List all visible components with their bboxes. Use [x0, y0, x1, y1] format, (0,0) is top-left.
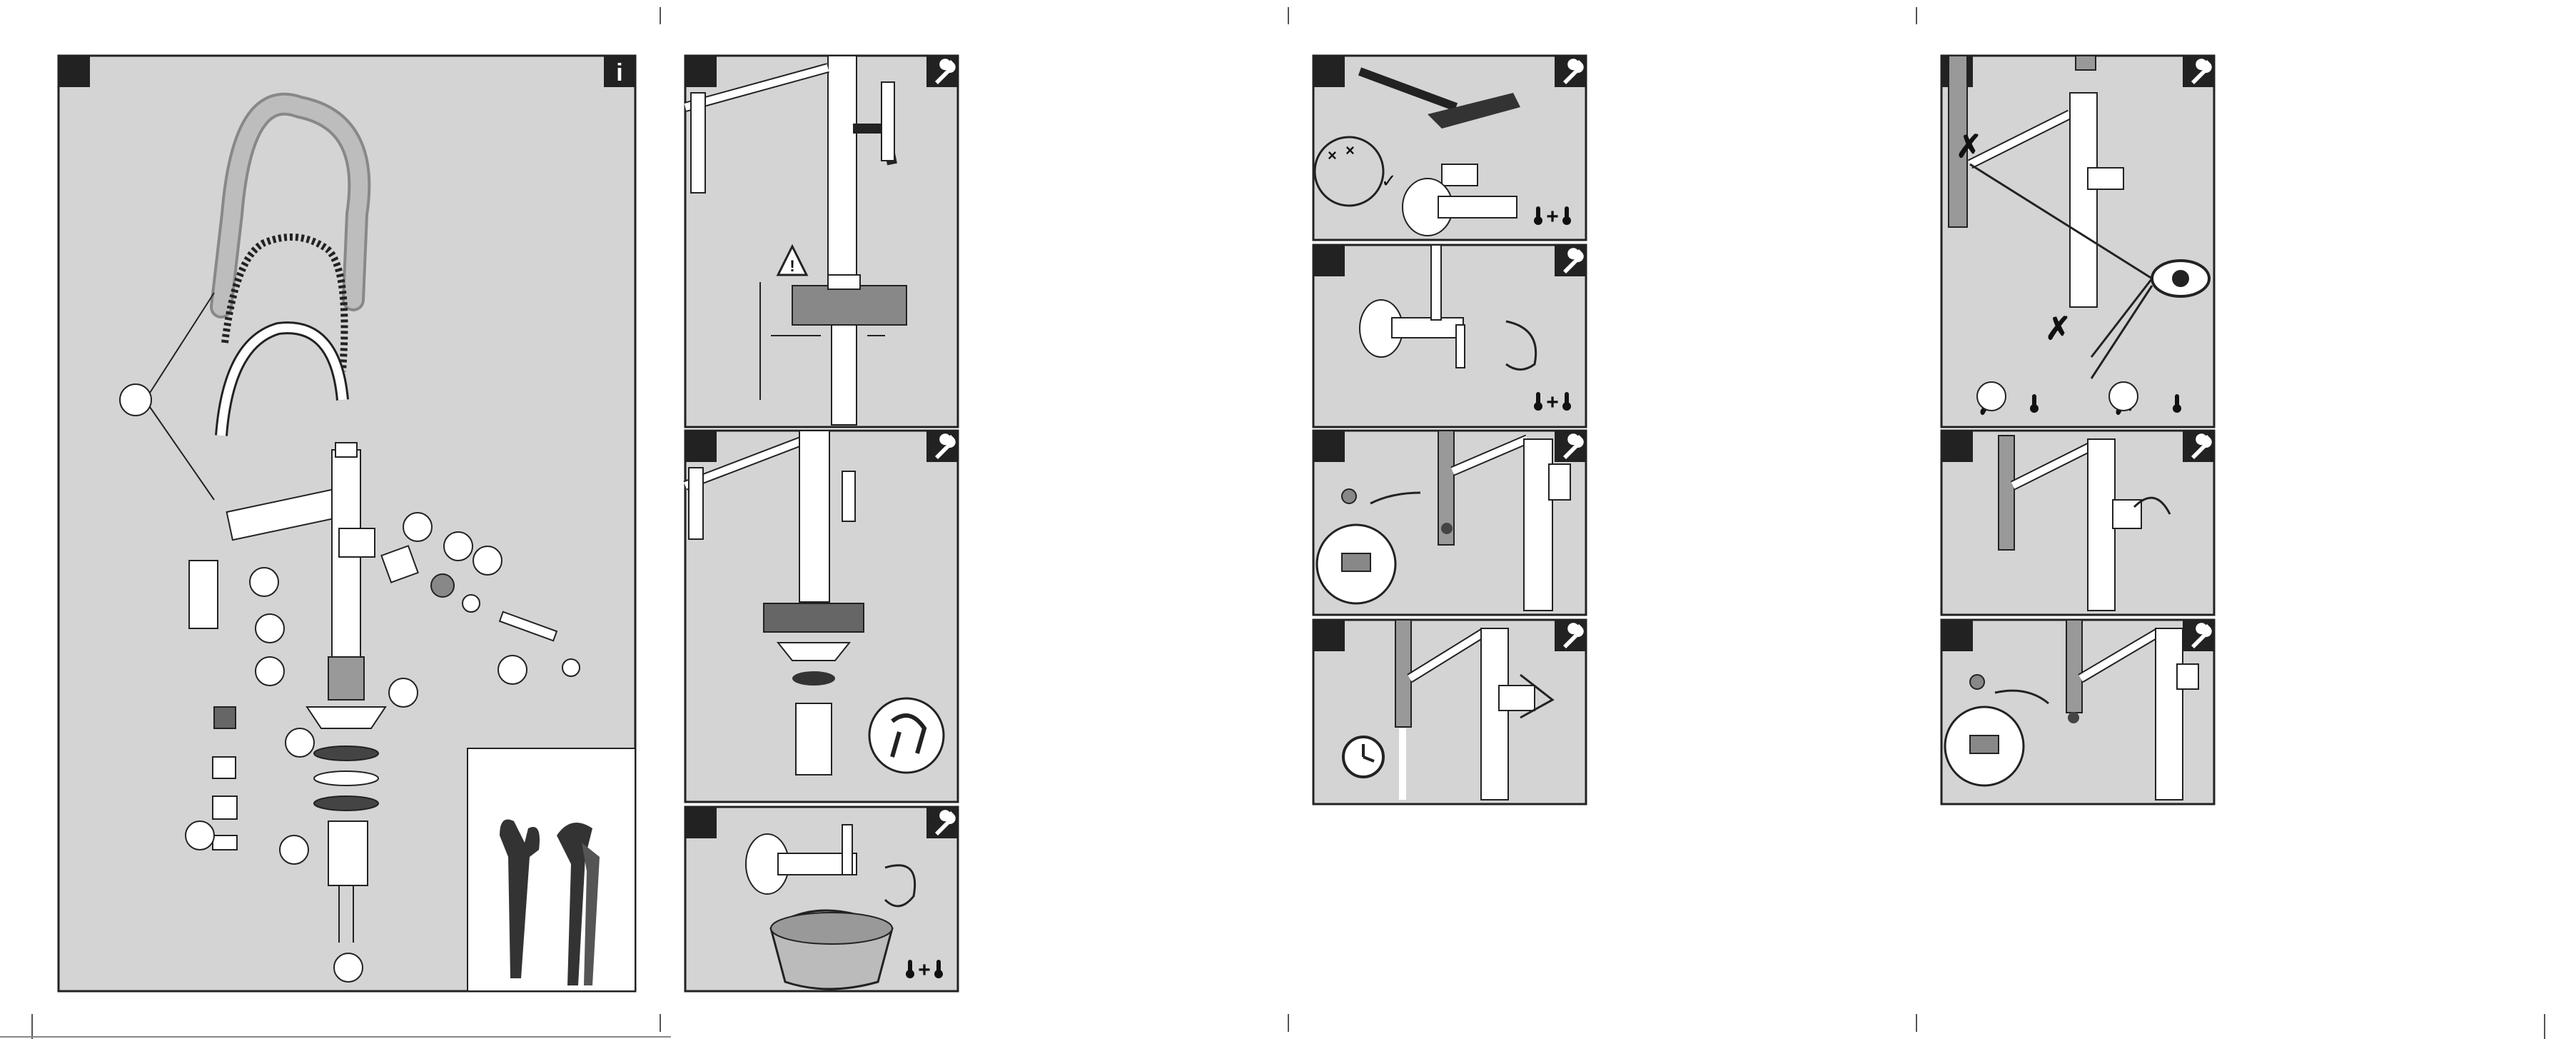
svg-text:×: × [1328, 146, 1337, 164]
wrench-icon [1555, 620, 1586, 651]
wrench-icon [2183, 620, 2214, 651]
wrench-icon [926, 431, 958, 462]
step-panel: ! [685, 56, 958, 427]
wrench-icon [2183, 431, 2214, 462]
step-panel [685, 431, 958, 802]
tools-inset [468, 748, 635, 991]
wrench-icon [926, 56, 958, 87]
svg-text:×: × [1345, 141, 1355, 159]
step-panel [1313, 431, 1586, 615]
wrench-icon [1555, 431, 1586, 462]
step-panel [1941, 431, 2214, 615]
svg-text:✓: ✓ [1381, 170, 1397, 191]
svg-text:+: + [1546, 205, 1559, 229]
svg-text:+: + [1546, 391, 1559, 414]
svg-text:✗: ✗ [2045, 311, 2071, 346]
step-panel [1941, 620, 2214, 804]
svg-text:+: + [918, 958, 931, 982]
check-mark-icon: ✓ [1381, 170, 1397, 191]
wrench-icon [2183, 56, 2214, 87]
step-panel: × × ✓ + [1313, 56, 1586, 240]
svg-text:i: i [616, 59, 622, 86]
info-icon: i [604, 56, 635, 87]
wrench-icon [1555, 56, 1586, 87]
step-panel: ✗✗ ✗✗ [1941, 56, 2214, 427]
step-panel: + [685, 807, 958, 991]
exploded-view-panel: i [59, 56, 635, 991]
svg-text:✗: ✗ [1956, 129, 1982, 164]
step-panel [1313, 620, 1586, 804]
wrench-icon [1555, 245, 1586, 276]
wrench-icon [926, 807, 958, 838]
svg-text:!: ! [789, 257, 794, 275]
step-panel: + [1313, 245, 1586, 427]
clock-icon [1343, 737, 1383, 777]
